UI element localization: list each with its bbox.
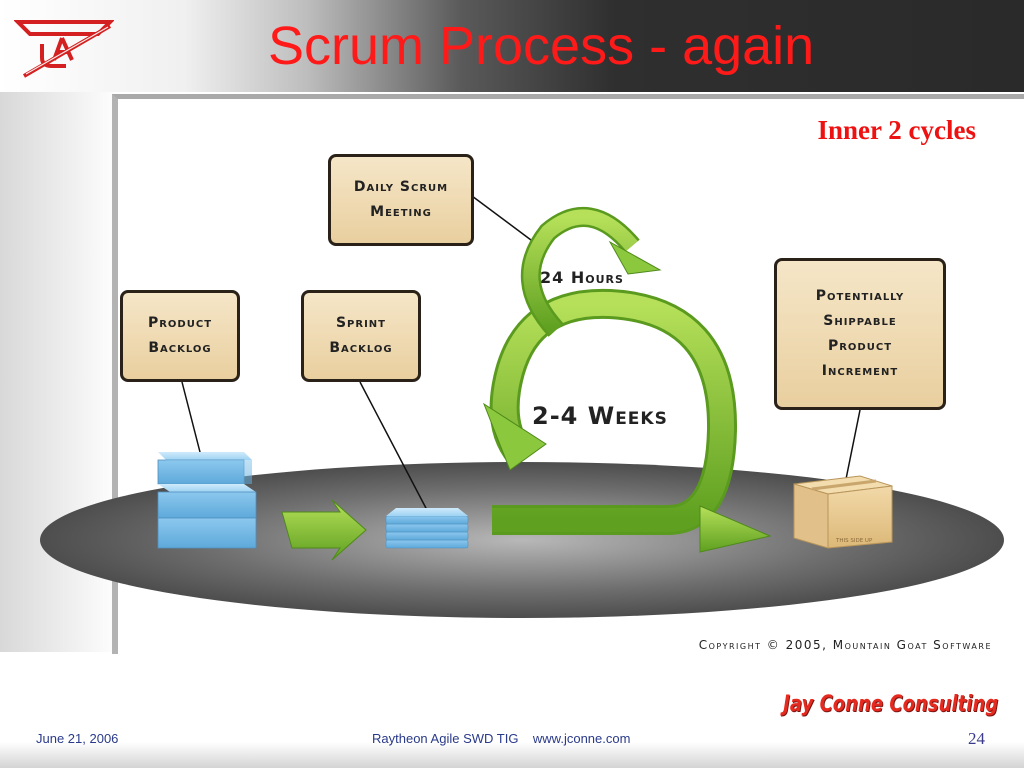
platform-ellipse [40,462,1004,618]
weeks-label: 2-4 Weeks [532,402,668,430]
connector-increment [844,409,861,485]
footer-center: Raytheon Agile SWD TIG www.jconne.com [372,731,630,746]
footer-band [0,742,1024,768]
daily-cycle-arrow [520,207,662,337]
connector-sprint-backlog [359,381,429,513]
annotation-label: Inner 2 cycles [817,115,976,145]
company-brand: Jay Conne Consulting [782,692,998,717]
shippable-box: THIS SIDE UP [793,475,893,549]
sprint-backlog-box: Sprint Backlog [301,290,421,382]
footer-url: www.jconne.com [532,731,631,746]
product-backlog-stack [157,452,257,549]
hours-label: 24 Hours [540,268,624,287]
footer-date: June 21, 2006 [36,731,119,746]
page-number: 24 [968,729,985,748]
sprint-backlog-stack [385,508,469,549]
jc-logo-icon [14,20,114,78]
slide-title: Scrum Process - again [268,16,815,76]
connector-daily-scrum [471,195,536,244]
connector-product-backlog [181,381,202,457]
daily-scrum-box: Daily Scrum Meeting [328,154,474,246]
flow-arrow-small [281,499,367,561]
box-stamp: THIS SIDE UP [835,538,873,544]
copyright-notice: Copyright © 2005, Mountain Goat Software [698,638,992,652]
sprint-cycle-arrow [482,288,772,553]
header-band [0,0,1024,92]
increment-box: Potentially Shippable Product Increment [774,258,946,410]
product-backlog-box: Product Backlog [120,290,240,382]
footer-org: Raytheon Agile SWD TIG [372,731,519,746]
